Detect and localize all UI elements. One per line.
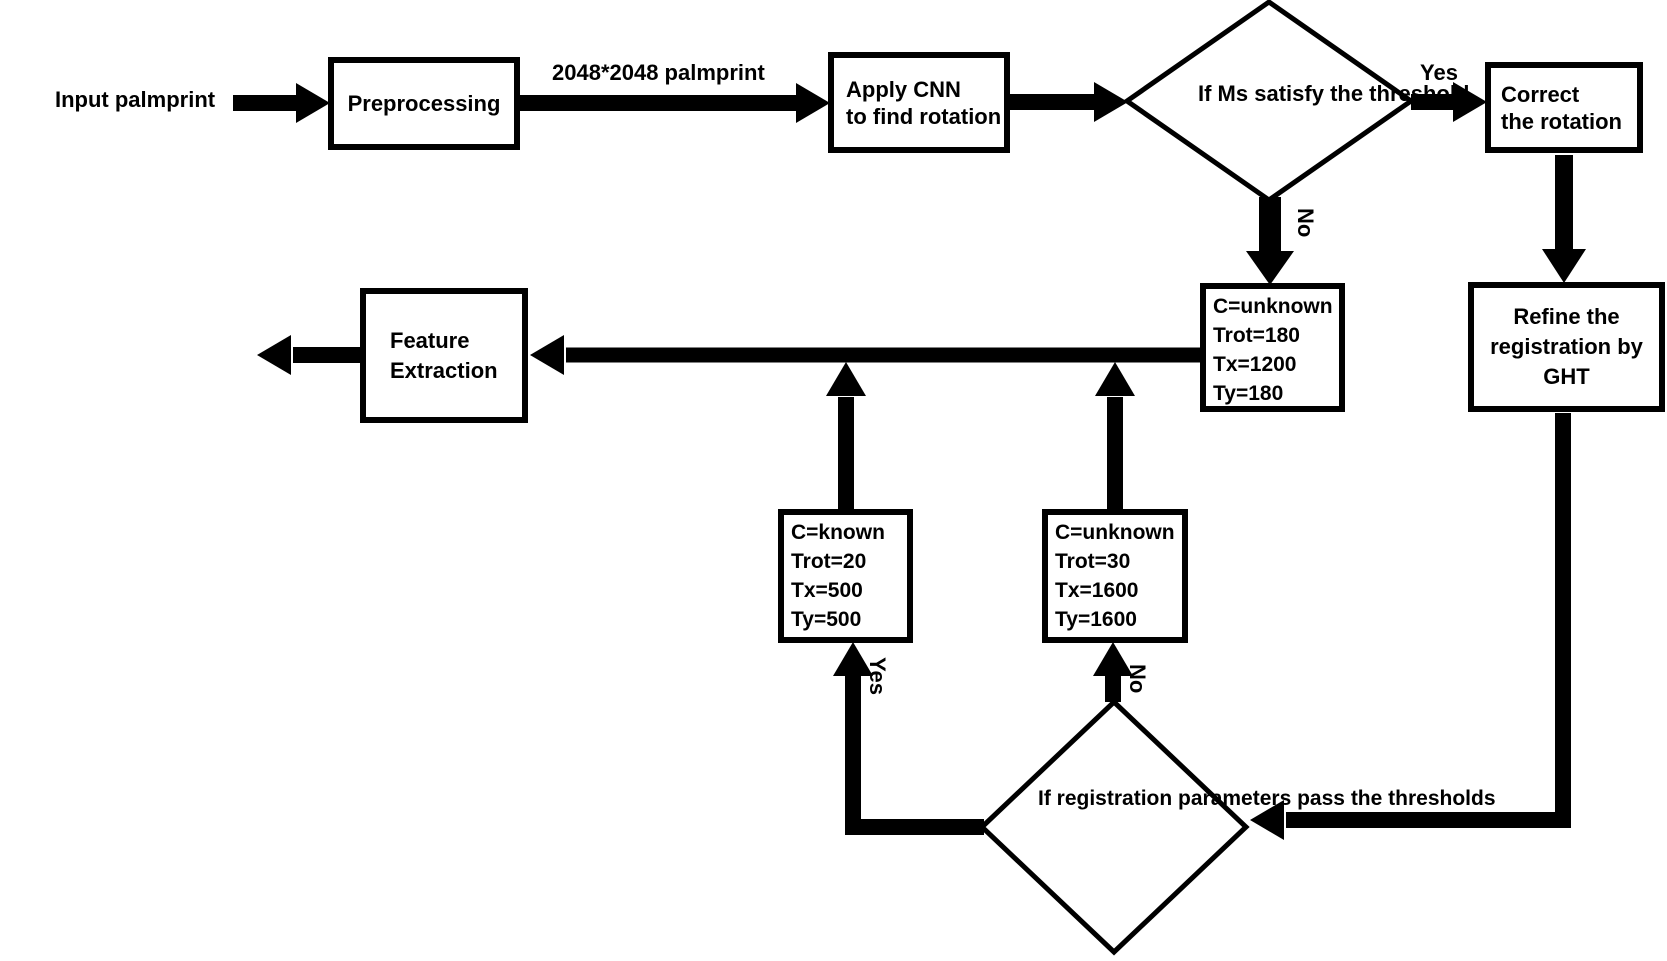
arrow-feature-out (257, 335, 362, 375)
apply-cnn-box: Apply CNN to find rotation (828, 52, 1010, 153)
no-label-top: No (1293, 208, 1318, 238)
no-label-bottom: No (1125, 664, 1150, 694)
input-palmprint-label: Input palmprint (55, 87, 216, 112)
correct-rotation-box: Correct the rotation (1485, 62, 1643, 153)
arrow-refine-to-decision2 (1250, 413, 1571, 840)
arrow-known-to-mainline (826, 362, 866, 510)
yes-label-top: Yes (1420, 60, 1458, 85)
preprocessing-box: Preprocessing (328, 57, 520, 150)
arrow-cnn-to-decision (1010, 82, 1128, 122)
known-params-box: C=known Trot=20 Tx=500 Ty=500 (778, 509, 913, 643)
unknown-params-1600-box: C=unknown Trot=30 Tx=1600 Ty=1600 (1042, 509, 1188, 643)
arrow-no-to-unknown-1600 (1093, 642, 1133, 702)
preprocessing-label: Preprocessing (347, 91, 501, 116)
main-flow-line (530, 335, 1202, 375)
refine-ght-box: Refine the registration by GHT (1468, 282, 1665, 412)
feature-extraction-box: Feature Extraction (360, 288, 528, 423)
arrow-yes-to-correct-rotation (1411, 82, 1487, 122)
palmprint-size-label: 2048*2048 palmprint (552, 60, 765, 85)
arrow-input-to-preprocessing (233, 83, 330, 123)
decision-registration-shape (978, 698, 1250, 956)
arrow-unknown1600-to-mainline (1095, 362, 1135, 510)
arrow-correct-to-refine (1542, 155, 1586, 283)
unknown-params-180-box: C=unknown Trot=180 Tx=1200 Ty=180 (1200, 283, 1345, 412)
decision-registration-label: If registration parameters pass the thre… (1038, 787, 1496, 810)
arrow-no-to-unknown-params (1246, 197, 1294, 285)
arrow-preprocessing-to-cnn (518, 83, 830, 123)
decision-ms-threshold-label: If Ms satisfy the threshold (1198, 81, 1470, 106)
arrow-yes-to-known-params (833, 642, 984, 835)
yes-label-bottom: Yes (865, 657, 890, 695)
